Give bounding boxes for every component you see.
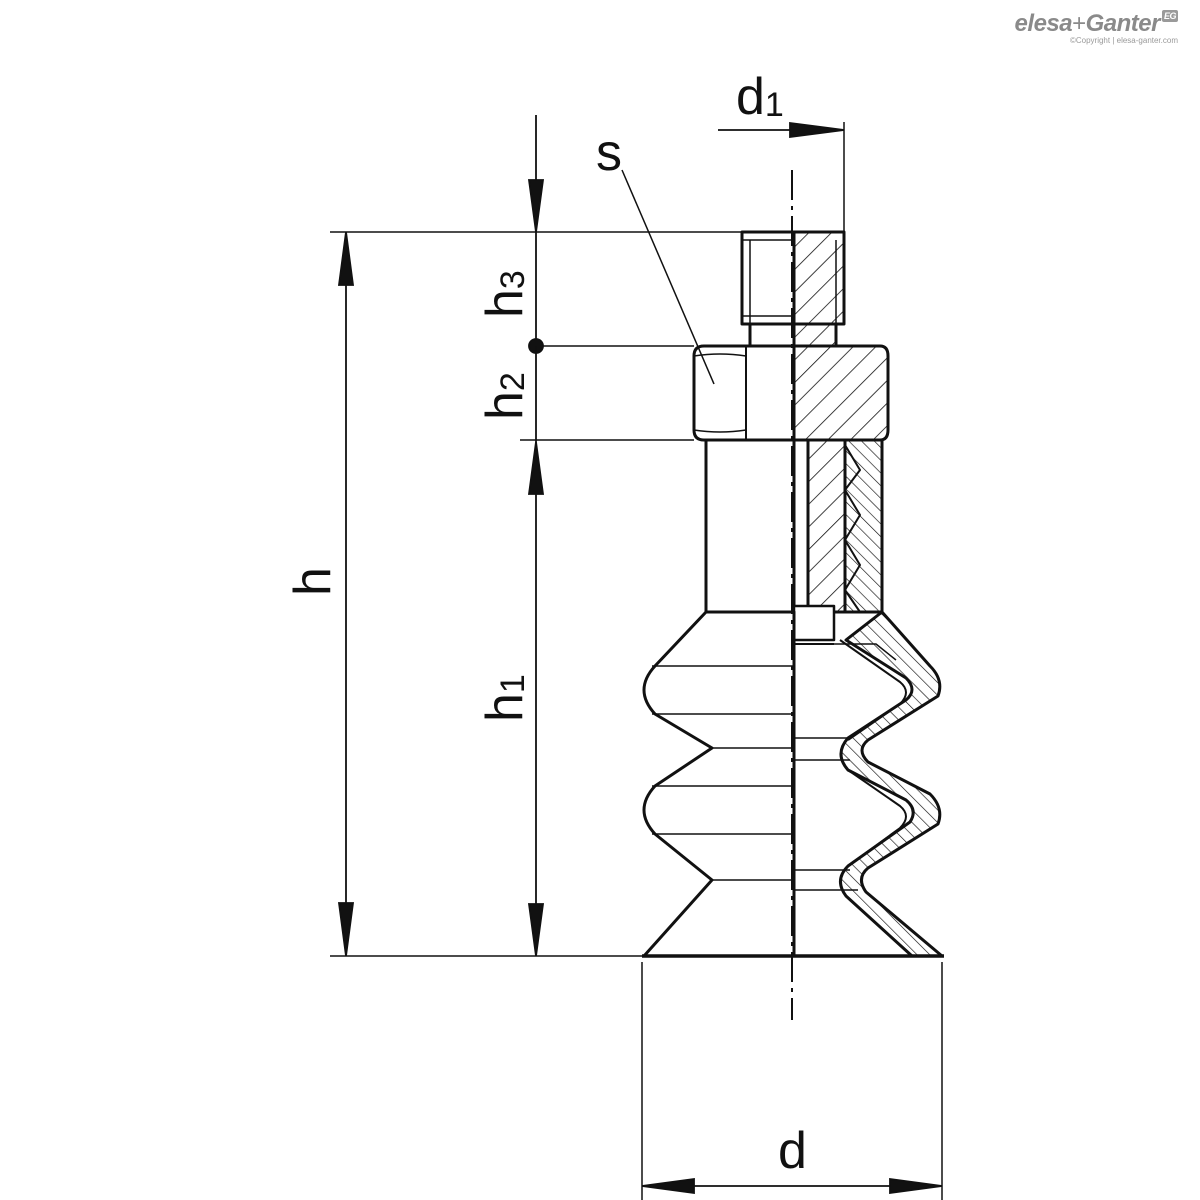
label-h: h [284, 567, 342, 596]
hex-nut [692, 344, 796, 442]
bellows [642, 610, 796, 958]
label-s: s [596, 124, 622, 182]
dimension-labels: d1 s h3 h2 h1 h d [284, 68, 807, 1180]
brand-copyright: ©Copyright | elesa-ganter.com [1069, 36, 1178, 45]
label-h2: h2 [476, 372, 534, 420]
brand-badge: EG [1161, 10, 1178, 22]
brand-name-part1: elesa [1014, 10, 1073, 37]
extension-lines [330, 122, 943, 1200]
label-d: d [778, 1122, 807, 1180]
dimension-lines [337, 115, 943, 1195]
brand-name-sep: + [1072, 10, 1086, 37]
label-h1: h1 [476, 674, 534, 722]
part-outline [642, 230, 944, 958]
label-h3: h3 [476, 270, 534, 318]
label-d1: d1 [736, 68, 784, 126]
brand-name-part2: Ganter [1085, 10, 1161, 37]
